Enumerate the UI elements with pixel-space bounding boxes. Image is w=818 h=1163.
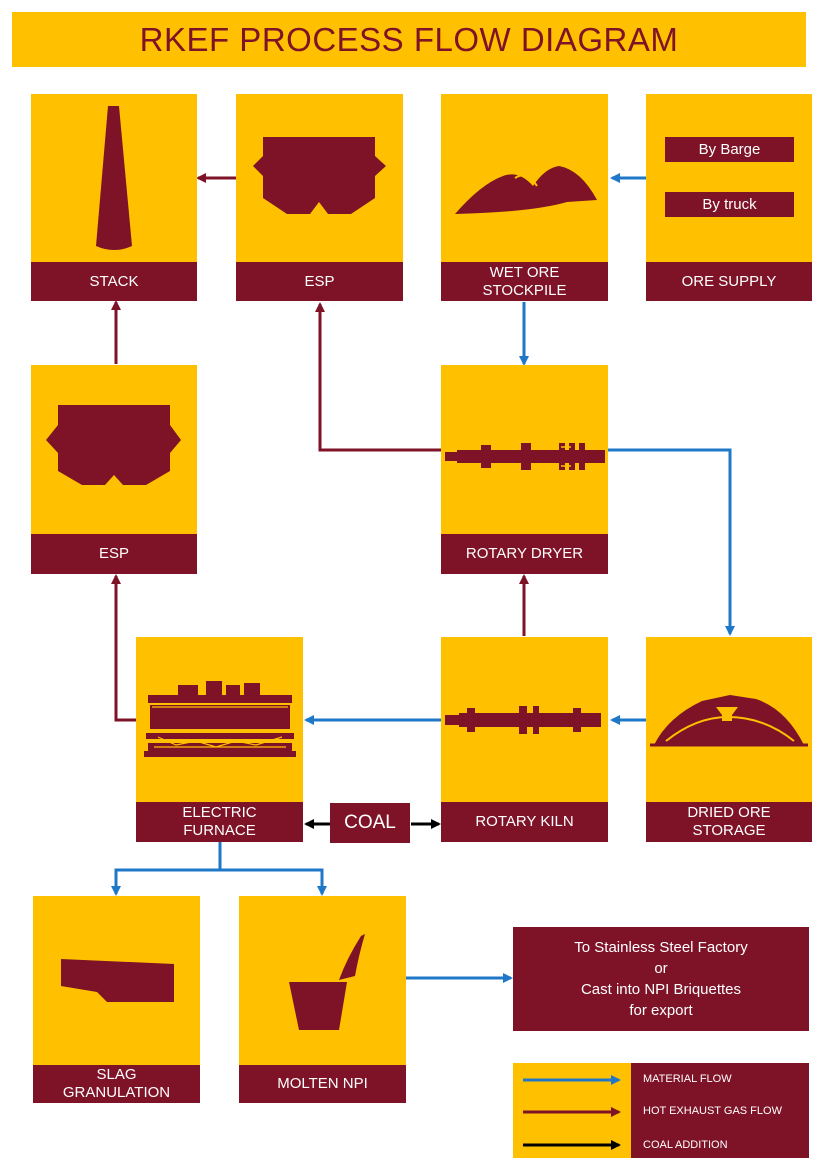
by-barge-option: By Barge (665, 137, 794, 162)
rotary-kiln-icon (445, 706, 601, 734)
arrow-furnace-split-npi (220, 868, 327, 896)
by-truck-option: By truck (665, 192, 794, 217)
ore-supply-box: By Barge By truck ORE SUPPLY (646, 94, 812, 301)
rotary-dryer-icon (445, 443, 605, 470)
destination-line3: Cast into NPI Briquettes (580, 981, 742, 998)
legend-arrows (523, 1075, 621, 1150)
ore-supply-label: ORE SUPPLY (646, 262, 812, 301)
wet-ore-label: WET ORE STOCKPILE (441, 262, 608, 301)
esp-icon (253, 137, 386, 214)
slag-block-icon (61, 959, 174, 1002)
esp-icon (46, 405, 181, 485)
slag-granulation-label: SLAG GRANULATION (33, 1065, 200, 1103)
rotary-dryer-label: ROTARY DRYER (441, 534, 608, 574)
electric-furnace-label: ELECTRIC FURNACE (136, 802, 303, 842)
destination-line4: for export (629, 1002, 693, 1019)
diagram-title: RKEF PROCESS FLOW DIAGRAM (139, 20, 679, 58)
esp-left-label: ESP (31, 534, 197, 574)
dried-ore-box: DRIED ORE STORAGE (646, 637, 812, 842)
ladle-icon (289, 934, 365, 1030)
storage-shed-icon (650, 695, 808, 747)
rotary-kiln-box: ROTARY KILN (441, 637, 608, 842)
legend-swatch-area (513, 1063, 631, 1158)
ore-pile-icon (455, 166, 597, 214)
molten-npi-box: MOLTEN NPI (239, 896, 406, 1103)
destination-line2: or (654, 960, 668, 977)
electric-furnace-icon (144, 681, 296, 757)
rotary-kiln-label: ROTARY KILN (441, 802, 608, 842)
stack-box: STACK (31, 94, 197, 301)
gas-furnace-to-esp (111, 574, 136, 722)
dried-ore-label-line1: DRIED ORE (687, 804, 771, 821)
destination-box: To Stainless Steel Factory or Cast into … (513, 927, 809, 1031)
gas-dryer-to-esp (315, 302, 441, 452)
electric-furnace-box: ELECTRIC FURNACE (136, 637, 303, 842)
esp-top-label: ESP (236, 262, 403, 301)
title-bar: RKEF PROCESS FLOW DIAGRAM (12, 12, 806, 67)
rotary-dryer-box: ROTARY DRYER (441, 365, 608, 574)
arrow-dryer-to-dried (608, 448, 735, 636)
legend: MATERIAL FLOW HOT EXHAUST GAS FLOW COAL … (513, 1063, 809, 1158)
destination-line1: To Stainless Steel Factory (574, 939, 748, 956)
furnace-label-line2: FURNACE (183, 822, 256, 839)
slag-granulation-box: SLAG GRANULATION (33, 896, 200, 1103)
wet-ore-label-line1: WET ORE (489, 263, 560, 281)
esp-left-box: ESP (31, 365, 197, 574)
wet-ore-label-line2: STOCKPILE (482, 281, 567, 299)
esp-top-box: ESP (236, 94, 403, 301)
legend-gas-label: HOT EXHAUST GAS FLOW (643, 1105, 782, 1117)
stack-icon (96, 106, 132, 250)
stack-label: STACK (31, 262, 197, 301)
slag-label-line1: SLAG (96, 1066, 137, 1083)
slag-label-line2: GRANULATION (62, 1084, 171, 1101)
molten-npi-label: MOLTEN NPI (239, 1065, 406, 1103)
furnace-label-line1: ELECTRIC (182, 804, 257, 821)
wet-ore-box: WET ORE STOCKPILE (441, 94, 608, 301)
coal-box: COAL (330, 803, 410, 843)
arrow-furnace-split-slag (111, 842, 222, 896)
dried-ore-label: DRIED ORE STORAGE (646, 802, 812, 842)
legend-coal-label: COAL ADDITION (643, 1139, 728, 1151)
dried-ore-label-line2: STORAGE (692, 822, 766, 839)
legend-material-label: MATERIAL FLOW (643, 1073, 732, 1085)
